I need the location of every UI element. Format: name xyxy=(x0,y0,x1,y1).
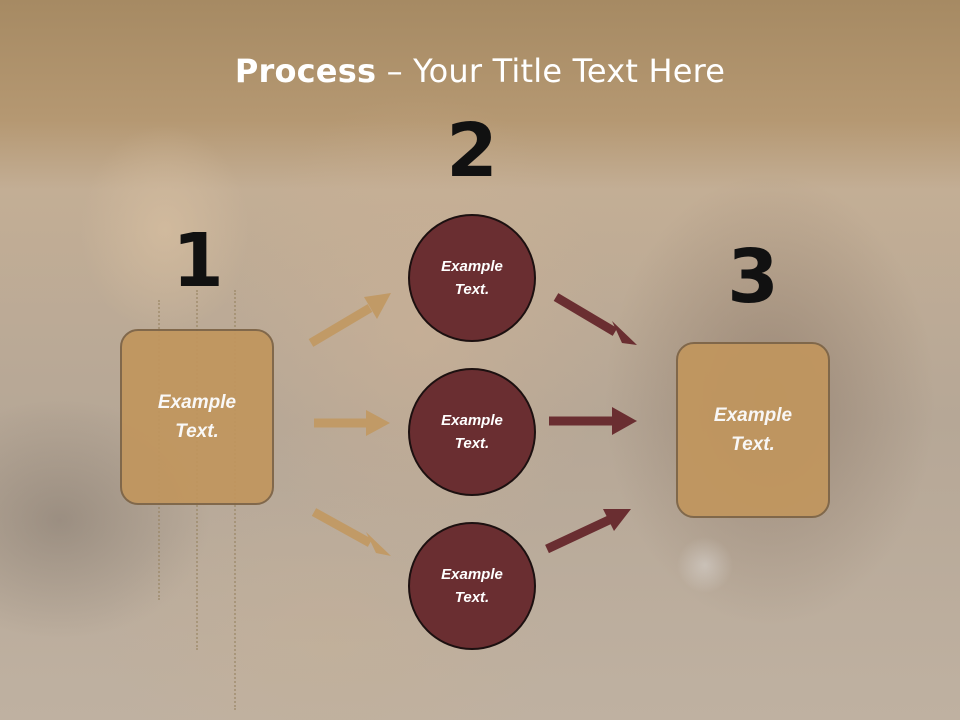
step-number-1: 1 xyxy=(172,218,224,304)
node-2-label: Example Text. xyxy=(441,412,503,452)
step-1-box: Example Text. xyxy=(120,329,274,505)
title-rest: – Your Title Text Here xyxy=(376,52,726,90)
arrow-node-3-to-3 xyxy=(545,509,631,554)
node-3-label: Example Text. xyxy=(441,566,503,606)
step-number-3: 3 xyxy=(727,234,779,320)
step-1-label: Example Text. xyxy=(157,392,237,442)
arrow-1-to-node-2 xyxy=(314,410,390,436)
title-bold: Process xyxy=(234,52,377,90)
slide-title: Process – Your Title Text Here xyxy=(0,52,960,90)
step-2-node-2: Example Text. xyxy=(408,368,536,496)
step-2-node-1: Example Text. xyxy=(408,214,536,342)
step-3-label: Example Text. xyxy=(713,405,793,455)
step-2-node-3: Example Text. xyxy=(408,522,536,650)
step-3-box: Example Text. xyxy=(676,342,830,518)
arrow-1-to-node-3 xyxy=(311,508,391,556)
arrow-node-1-to-3 xyxy=(553,293,637,345)
arrow-1-to-node-1 xyxy=(308,293,391,347)
arrow-node-2-to-3 xyxy=(549,407,637,435)
node-1-label: Example Text. xyxy=(441,258,503,298)
step-number-2: 2 xyxy=(446,108,498,194)
